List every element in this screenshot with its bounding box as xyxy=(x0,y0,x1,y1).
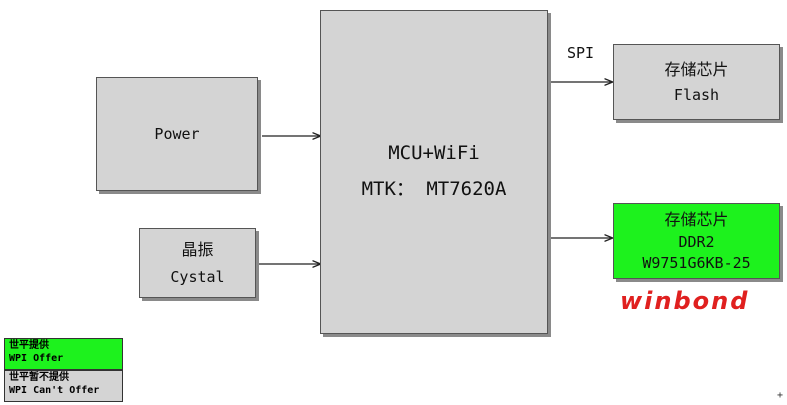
spi-label: SPI xyxy=(567,44,595,62)
flash-en: Flash xyxy=(673,85,720,104)
corner-mark: + xyxy=(777,390,784,401)
legend-offered-cn: 世平提供 xyxy=(9,340,49,351)
winbond-logo: winbond xyxy=(620,287,750,315)
crystal-en: Cystal xyxy=(170,267,225,286)
power-box: Power xyxy=(96,77,258,191)
ddr-type: DDR2 xyxy=(678,232,715,251)
crystal-box: 晶振 Cystal xyxy=(139,228,256,298)
crystal-cn: 晶振 xyxy=(181,240,214,260)
flash-box: 存储芯片 Flash xyxy=(613,44,780,120)
flash-cn: 存储芯片 xyxy=(664,60,729,80)
ddr-box: 存储芯片 DDR2 W9751G6KB-25 xyxy=(613,203,780,279)
ddr-part: W9751G6KB-25 xyxy=(642,253,751,272)
legend-offered-en: WPI Offer xyxy=(9,352,64,364)
mcu-box: MCU+WiFi MTK： MT7620A xyxy=(320,10,548,334)
ddr-cn: 存储芯片 xyxy=(664,209,729,229)
mcu-chip: MTK： MT7620A xyxy=(361,178,507,200)
legend-not-offered-cn: 世平暂不提供 xyxy=(9,372,69,383)
legend-not-offered-en: WPI Can't Offer xyxy=(9,384,100,396)
power-label: Power xyxy=(154,124,200,143)
legend-offered: 世平提供 WPI Offer xyxy=(4,338,123,370)
mcu-title: MCU+WiFi xyxy=(388,142,480,165)
legend-not-offered: 世平暂不提供 WPI Can't Offer xyxy=(4,370,123,402)
